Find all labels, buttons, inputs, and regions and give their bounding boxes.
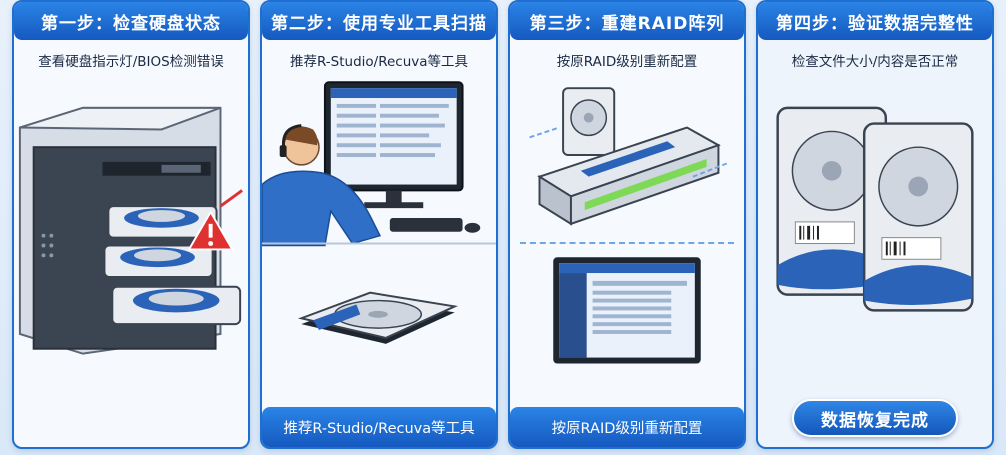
- step-4-title: 第四步：验证数据完整性: [758, 2, 992, 40]
- step-1-panel: 第一步：检查硬盘状态 查看硬盘指示灯/BIOS检测错误: [12, 0, 250, 449]
- step-2-footer: 推荐R-Studio/Recuva等工具: [262, 407, 496, 447]
- step-1-title: 第一步：检查硬盘状态: [14, 2, 248, 40]
- warning-icon: [187, 210, 234, 251]
- nas-enclosure-illustration: [18, 106, 243, 355]
- vent-holes: [41, 233, 54, 258]
- raid-controller: [537, 126, 721, 226]
- step-3-divider: [520, 242, 734, 244]
- drive-tray-1: [107, 205, 218, 239]
- step-3-subtitle: 按原RAID级别重新配置: [556, 54, 698, 70]
- scan-list: [336, 103, 449, 158]
- rebuild-progress: [584, 158, 707, 211]
- verified-drive-1: [776, 106, 888, 296]
- step-4-panel: 第四步：验证数据完整性 检查文件大小/内容是否正常 数据恢复完成: [756, 0, 994, 449]
- recovery-complete-button[interactable]: 数据恢复完成: [792, 399, 958, 437]
- step-4-subtitle: 检查文件大小/内容是否正常: [791, 54, 959, 70]
- drive-tray-2: [103, 244, 214, 278]
- step-2-subtitle: 推荐R-Studio/Recuva等工具: [289, 54, 469, 70]
- step-3-footer: 按原RAID级别重新配置: [510, 407, 744, 447]
- technician: [262, 124, 382, 247]
- raid-monitor: [553, 257, 701, 364]
- spare-drive: [562, 87, 616, 157]
- step-3-title: 第三步：重建RAID阵列: [510, 2, 744, 40]
- technician-at-computer-illustration: [262, 81, 496, 344]
- verified-drives-illustration: [776, 106, 974, 312]
- mouse: [464, 222, 481, 233]
- step-1-subtitle: 查看硬盘指示灯/BIOS检测错误: [38, 54, 224, 70]
- step-2-panel: 第二步：使用专业工具扫描 推荐R-Studio/Recuva等工具: [260, 0, 498, 449]
- keyboard: [389, 217, 463, 232]
- step-2-title: 第二步：使用专业工具扫描: [262, 2, 496, 40]
- hard-drive: [297, 291, 459, 344]
- drive-tray-3: [111, 285, 242, 326]
- verified-drive-2: [862, 122, 974, 312]
- step-3-panel: 第三步：重建RAID阵列 按原RAID级别重新配置: [508, 0, 746, 449]
- raid-rebuild-illustration: [529, 87, 729, 364]
